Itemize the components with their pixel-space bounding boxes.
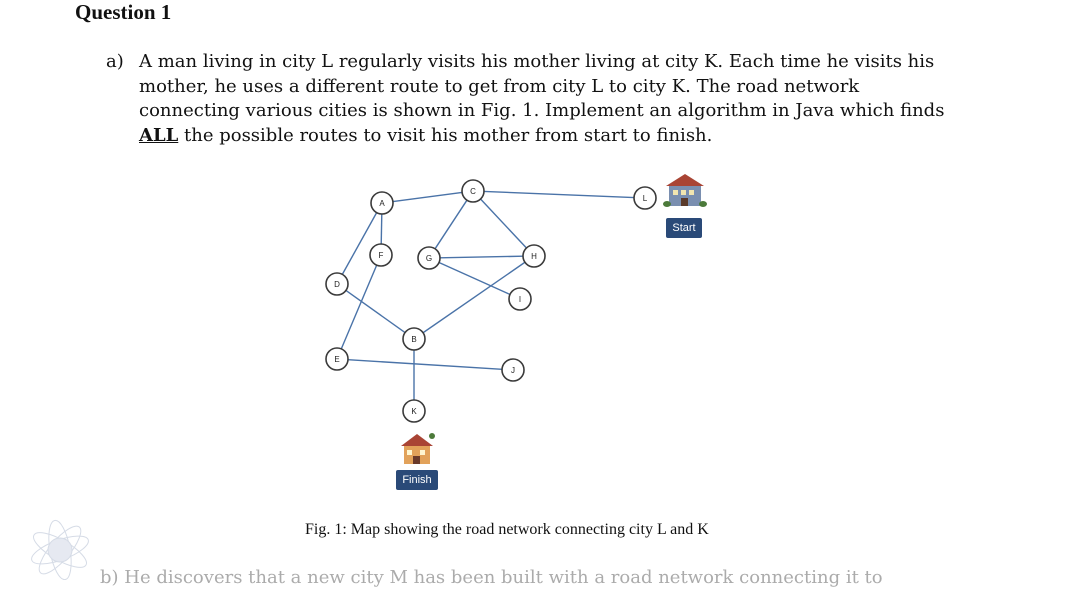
city-node-circle (369, 243, 393, 267)
city-node-circle (402, 327, 426, 351)
part-a-line-4: ALL the possible routes to visit his mot… (139, 124, 955, 149)
city-node-label: G (426, 254, 432, 263)
figure-caption: Fig. 1: Map showing the road network con… (305, 521, 709, 538)
start-tag: Start (666, 218, 702, 238)
road-A-F (380, 213, 383, 245)
road-A-D (341, 212, 378, 275)
road-H-B (422, 261, 526, 334)
road-edges (340, 190, 635, 400)
road-G-H (439, 255, 524, 259)
house-icon (663, 174, 707, 207)
city-node-circle (508, 287, 532, 311)
city-node-label: D (334, 280, 340, 289)
city-node-H: H (522, 244, 546, 268)
city-node-circle (325, 272, 349, 296)
road-network-figure: A B C D E F G H I J K L (325, 174, 707, 464)
city-node-F: F (369, 243, 393, 267)
city-node-circle (522, 244, 546, 268)
city-node-circle (633, 186, 657, 210)
road-E-J (347, 358, 503, 371)
city-node-circle (325, 347, 349, 371)
city-node-circle (501, 358, 525, 382)
city-node-I: I (508, 287, 532, 311)
road-F-E (340, 264, 378, 350)
city-node-C: C (461, 179, 485, 203)
city-node-circle (402, 399, 426, 423)
city-node-label: I (519, 295, 521, 304)
emphasis-all: ALL (139, 124, 179, 146)
city-node-circle (417, 246, 441, 270)
city-node-label: A (379, 199, 385, 208)
finish-tag: Finish (396, 470, 438, 490)
road-G-I (438, 261, 511, 296)
part-b-text-cut: b) He discovers that a new city M has be… (100, 567, 883, 588)
city-nodes: A B C D E F G H I J K L (325, 179, 657, 423)
city-node-label: E (334, 355, 339, 364)
part-a-line-2: mother, he uses a different route to get… (139, 75, 860, 97)
road-A-C (392, 191, 463, 203)
part-a-line-3: connecting various cities is shown in Fi… (139, 100, 945, 121)
flower-watermark (31, 519, 89, 580)
city-node-A: A (370, 191, 394, 215)
city-node-B: B (402, 327, 426, 351)
road-C-L (483, 190, 635, 199)
city-node-label: F (379, 251, 384, 260)
part-a-label: a) (106, 51, 124, 72)
road-D-B (345, 289, 406, 334)
question-heading: Question 1 (75, 0, 172, 24)
city-node-circle (461, 179, 485, 203)
city-node-K: K (402, 399, 426, 423)
city-node-circle (370, 191, 394, 215)
city-node-L: L (633, 186, 657, 210)
city-node-E: E (325, 347, 349, 371)
city-node-G: G (417, 246, 441, 270)
house-icon (401, 433, 435, 464)
part-a-line-1: A man living in city L regularly visits … (139, 51, 935, 72)
part-a-line-4-rest: the possible routes to visit his mother … (178, 124, 713, 146)
city-node-label: B (411, 335, 416, 344)
city-node-D: D (325, 272, 349, 296)
road-C-H (480, 198, 527, 249)
city-node-J: J (501, 358, 525, 382)
city-node-label: H (531, 252, 537, 261)
city-node-label: J (511, 366, 515, 375)
city-node-label: L (643, 194, 648, 203)
road-C-G (434, 199, 468, 250)
part-a-paragraph: A man living in city L regularly visits … (139, 50, 955, 148)
city-node-label: K (411, 407, 417, 416)
city-node-label: C (470, 187, 476, 196)
